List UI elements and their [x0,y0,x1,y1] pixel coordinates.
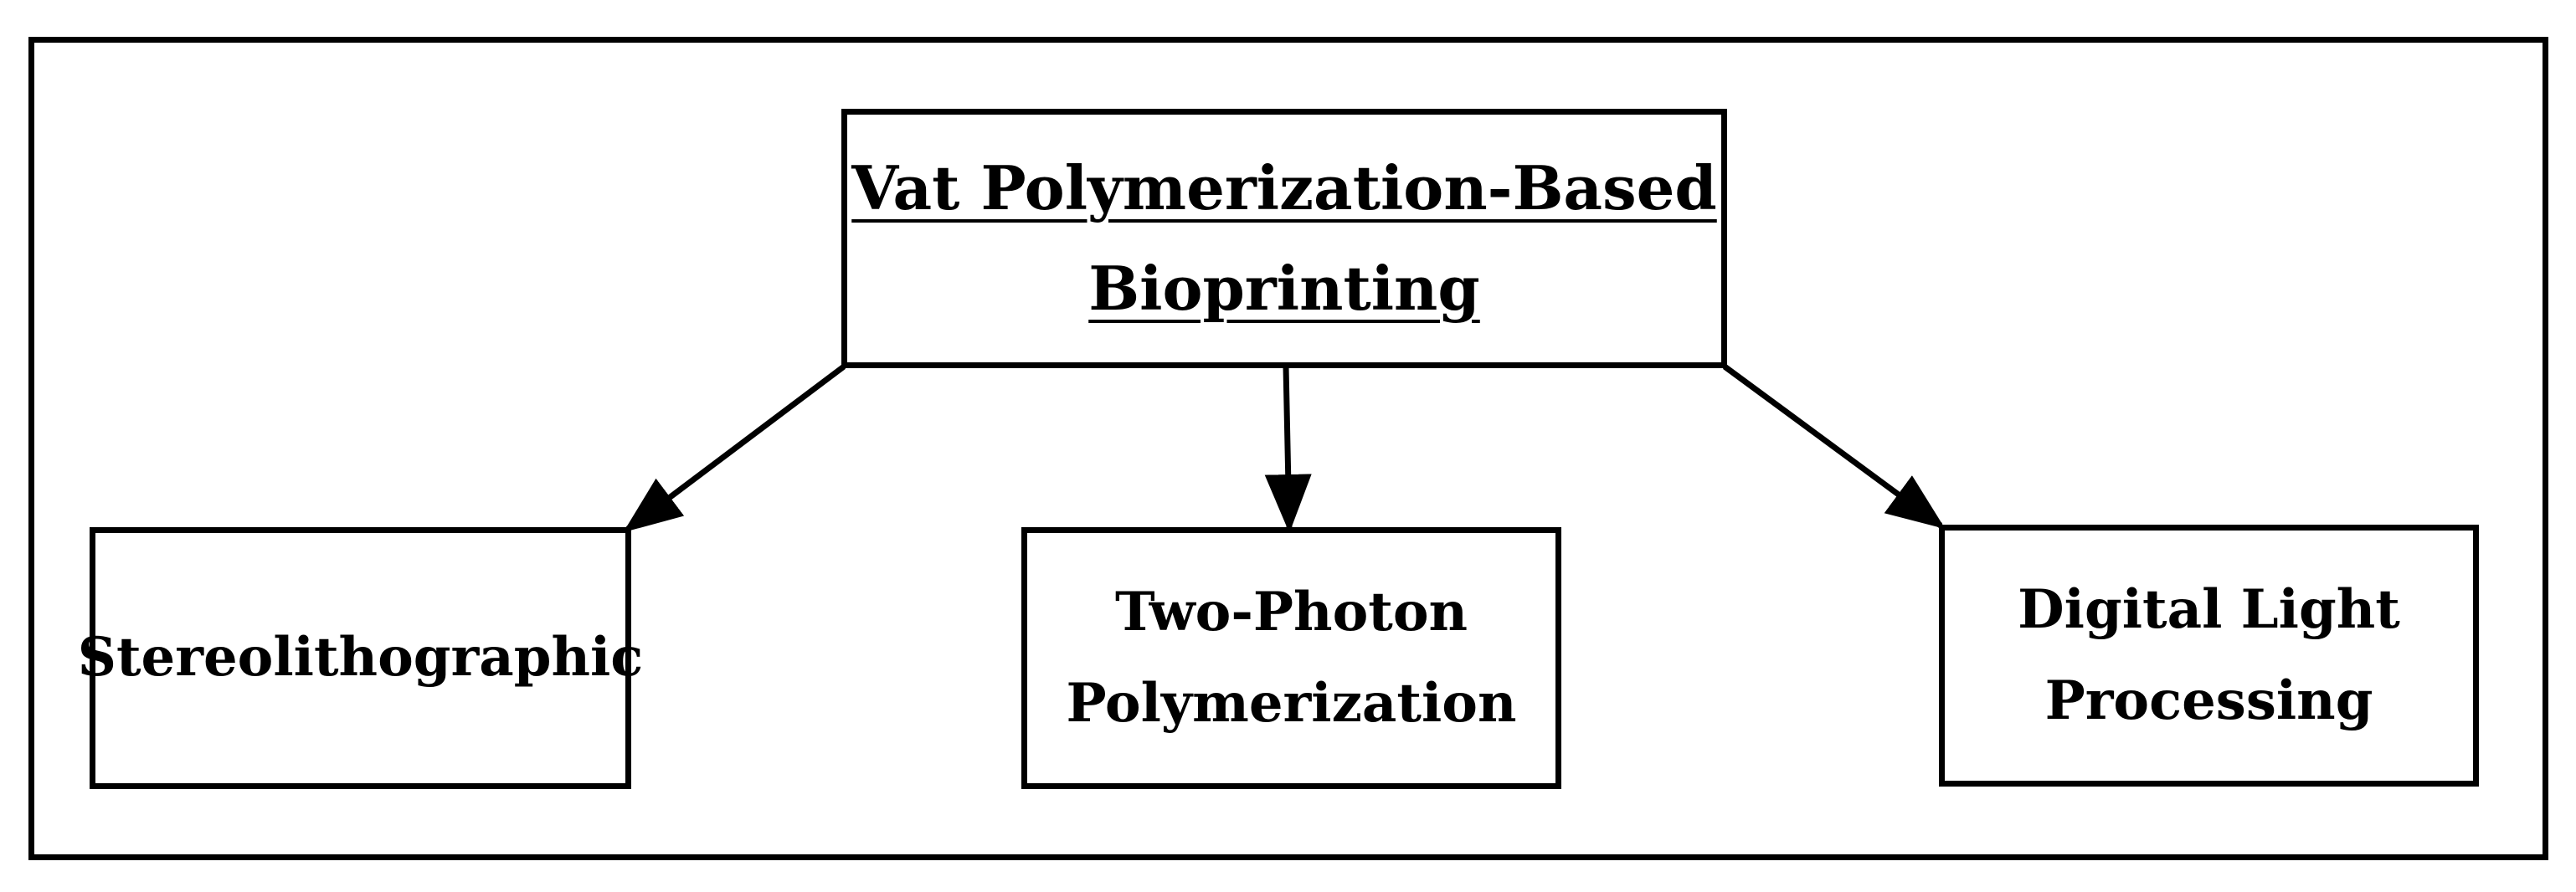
node-digital-light-processing: Digital Light Processing [1939,525,2479,787]
root-node-label: Vat Polymerization-Based Bioprinting [835,138,1734,339]
digital-light-label-line-1: Digital Light [2018,577,2400,641]
root-label-line-2: Bioprinting [1088,253,1480,324]
node-stereolithographic: Stereolithographic [78,527,643,789]
node-digital-light-label: Digital Light Processing [2001,565,2417,747]
node-two-photon-label: Two-Photon Polymerization [1050,567,1534,750]
diagram-frame [28,37,2548,860]
root-node: Vat Polymerization-Based Bioprinting [841,109,1727,368]
stereolithographic-label-line-1: Stereolithographic [77,626,644,690]
root-label-line-1: Vat Polymerization-Based [851,151,1717,223]
digital-light-label-line-2: Processing [2044,669,2373,732]
node-two-photon-polymerization: Two-Photon Polymerization [1021,527,1561,789]
node-stereolithographic-label: Stereolithographic [61,613,661,704]
two-photon-label-line-2: Polymerization [1066,671,1517,735]
two-photon-label-line-1: Two-Photon [1114,580,1468,643]
